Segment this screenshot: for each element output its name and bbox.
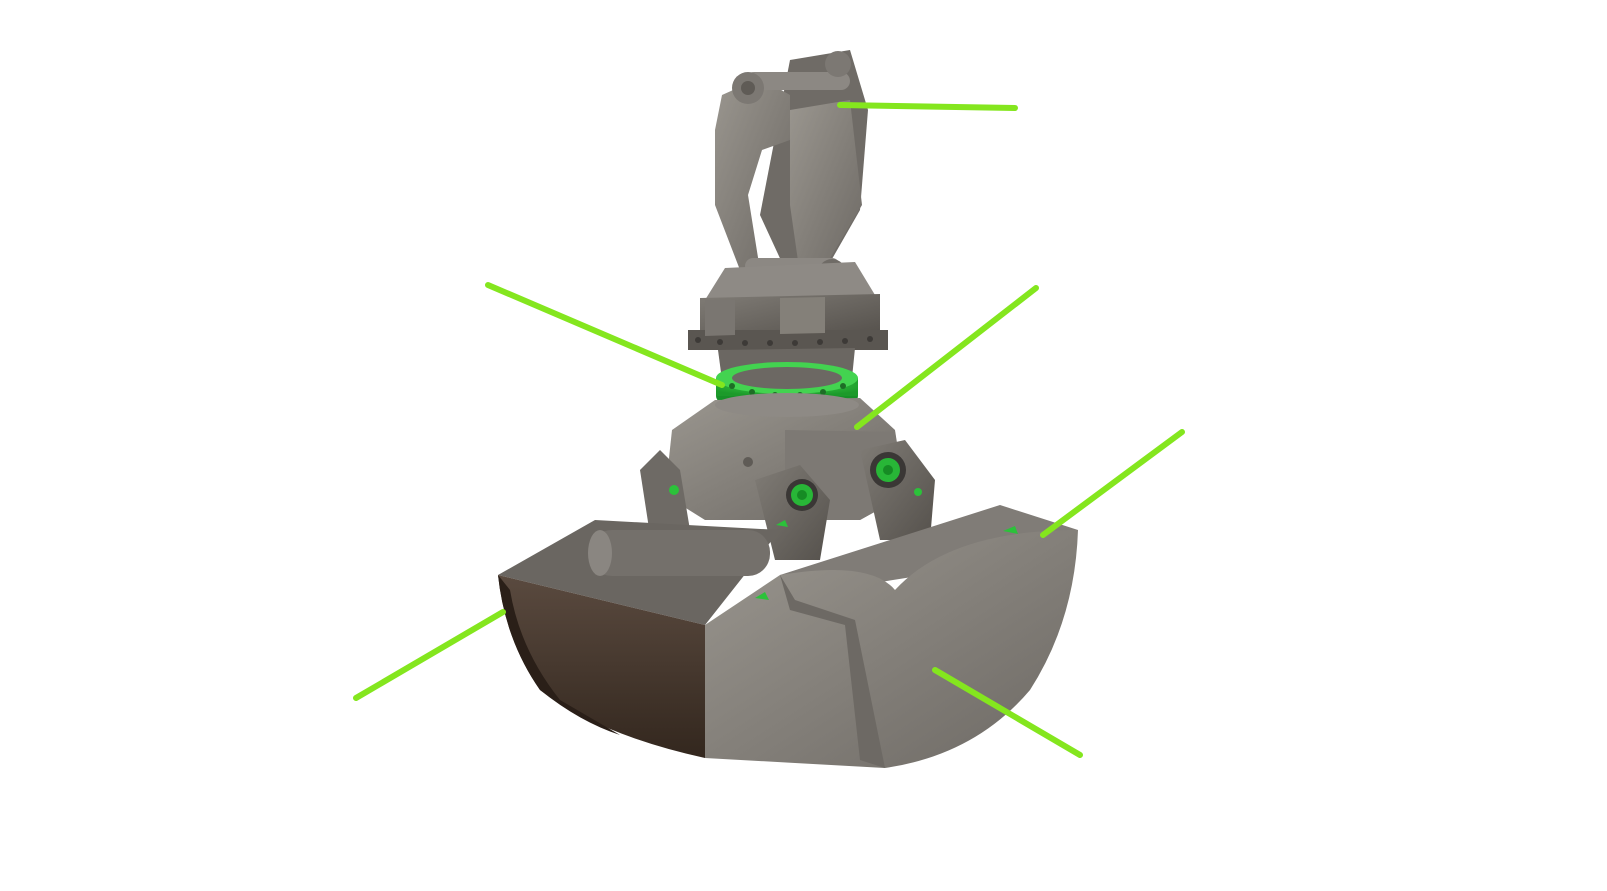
- hanger-bracket: [715, 50, 868, 287]
- callout-line-rotator-ring: [485, 282, 725, 388]
- callout-line-right-shell-edge: [1040, 429, 1185, 538]
- callout-line-right-shell-face: [932, 667, 1083, 758]
- right-shell: [705, 505, 1078, 768]
- flange-bolts: [695, 336, 873, 346]
- callout-line-left-shell: [353, 609, 506, 701]
- callout-lines: [353, 102, 1185, 758]
- callout-line-hanger: [837, 102, 1018, 111]
- callout-line-housing: [854, 285, 1039, 430]
- left-shell: [498, 520, 780, 758]
